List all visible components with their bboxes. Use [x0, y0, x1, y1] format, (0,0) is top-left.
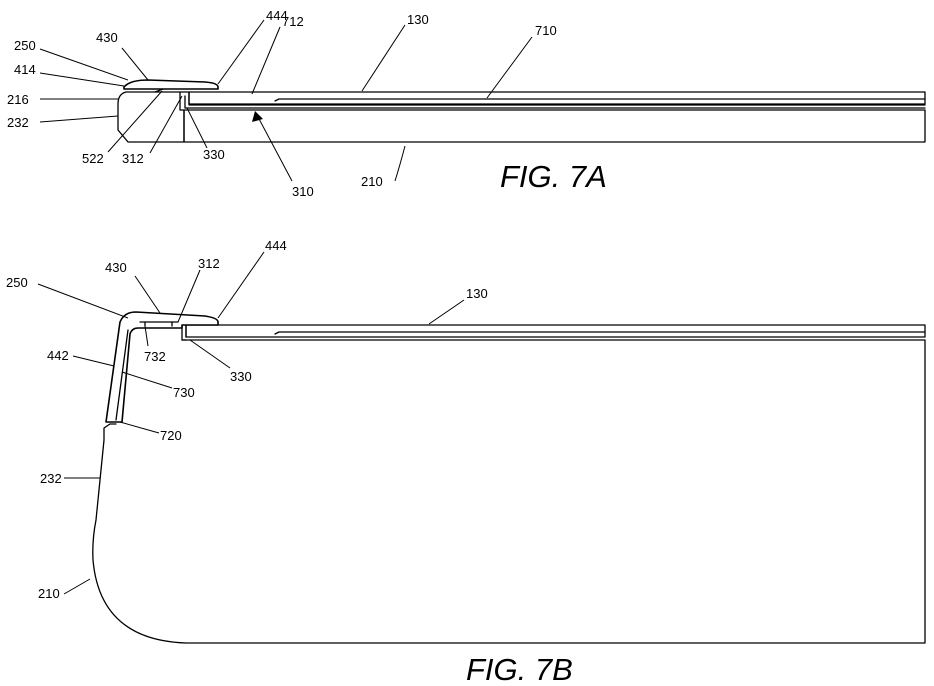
fig7b-layer-730	[115, 329, 129, 421]
fig7b-ledge	[181, 324, 187, 341]
fig7b-label-442: 442	[47, 348, 69, 363]
fig7b-layer-710	[274, 331, 926, 335]
fig7a-cover-130	[188, 91, 926, 105]
fig7a-label-312: 312	[122, 151, 144, 166]
fig7a-gasket-522	[154, 88, 164, 93]
fig7a-label-310: 310	[292, 184, 314, 199]
fig7b-label-232: 232	[40, 471, 62, 486]
fig7b-label-444: 444	[265, 238, 287, 253]
fig7a-label-216: 216	[7, 92, 29, 107]
fig7a-label-330: 330	[203, 147, 225, 162]
fig7a-label-414: 414	[14, 62, 36, 77]
fig7a-housing-wall	[117, 91, 185, 143]
fig7b-label-330: 330	[230, 369, 252, 384]
fig7a-housing-body	[183, 109, 926, 143]
fig7a-label-444: 444	[266, 8, 288, 23]
fig7b-label-732: 732	[144, 349, 166, 364]
fig7a-label-250: 250	[14, 38, 36, 53]
fig7b-caption: FIG. 7B	[466, 652, 573, 686]
fig7b-label-312: 312	[198, 256, 220, 271]
fig7b-label-430: 430	[105, 260, 127, 275]
fig7a-caption: FIG. 7A	[500, 159, 607, 194]
fig7b-leaders	[37, 251, 465, 595]
figure-7b: 430 312 444 250 130 732 442 330 730 720 …	[6, 238, 926, 686]
fig7a-ledge-inner	[184, 95, 926, 109]
fig7b-housing-body	[92, 339, 926, 644]
fig7a-label-712: 712	[282, 14, 304, 29]
fig7a-arrow-310	[252, 111, 263, 122]
fig7a-label-710: 710	[535, 23, 557, 38]
fig7a-label-430: 430	[96, 30, 118, 45]
fig7b-label-250: 250	[6, 275, 28, 290]
fig7b-label-730: 730	[173, 385, 195, 400]
fig7a-label-232: 232	[7, 115, 29, 130]
fig7a-trim-430	[123, 79, 219, 90]
fig7b-cover-130	[185, 324, 926, 338]
fig7b-label-210: 210	[38, 586, 60, 601]
fig7a-label-130: 130	[407, 12, 429, 27]
fig7a-layer-710	[274, 98, 926, 102]
figure-7a: 430 444 712 130 710 250 414 216 232 522 …	[7, 8, 926, 199]
fig7b-label-130: 130	[466, 286, 488, 301]
fig7b-label-720: 720	[160, 428, 182, 443]
fig7a-label-210: 210	[361, 174, 383, 189]
fig7a-label-522: 522	[82, 151, 104, 166]
fig7a-leaders	[39, 19, 533, 182]
